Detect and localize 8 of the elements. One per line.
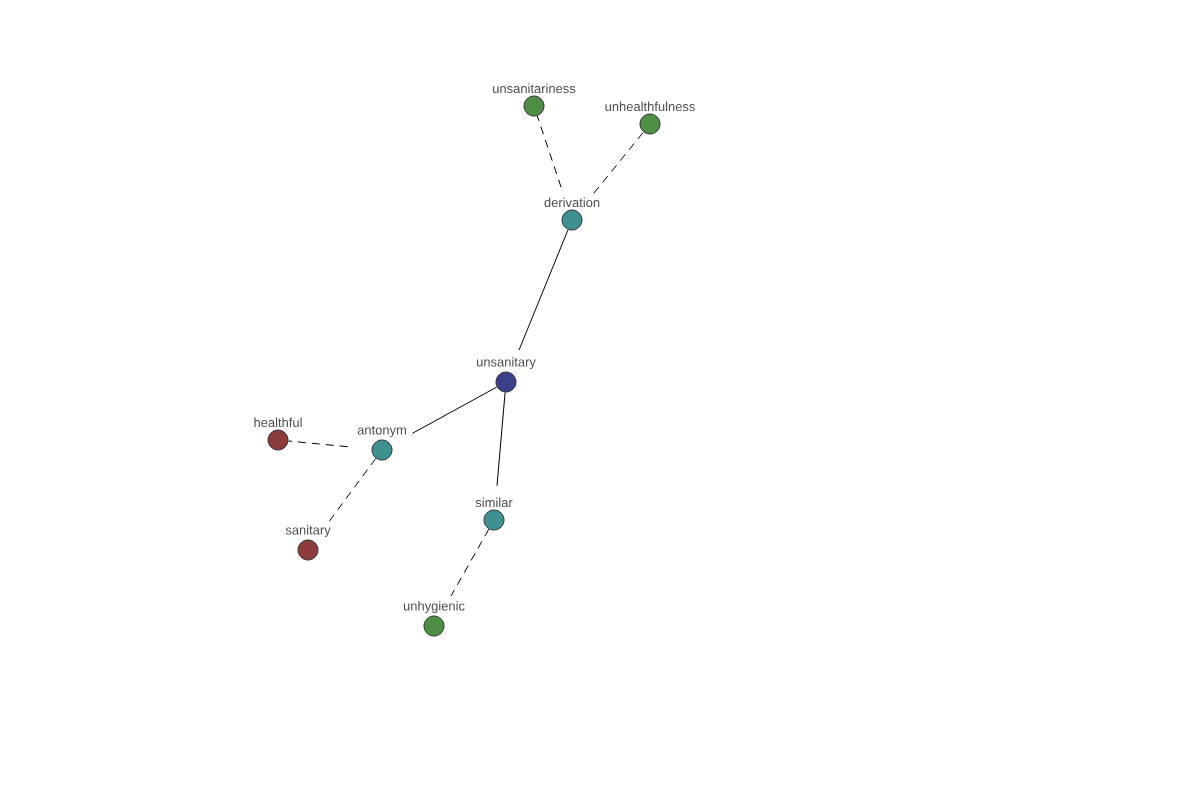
- connector-line: [450, 528, 490, 597]
- connector-line: [328, 457, 377, 523]
- connector-line: [287, 440, 349, 448]
- connector-line: [411, 386, 498, 434]
- connector-line: [496, 391, 506, 487]
- connector-line: [593, 131, 644, 194]
- connector-line: [518, 229, 569, 351]
- connector-line: [536, 115, 562, 188]
